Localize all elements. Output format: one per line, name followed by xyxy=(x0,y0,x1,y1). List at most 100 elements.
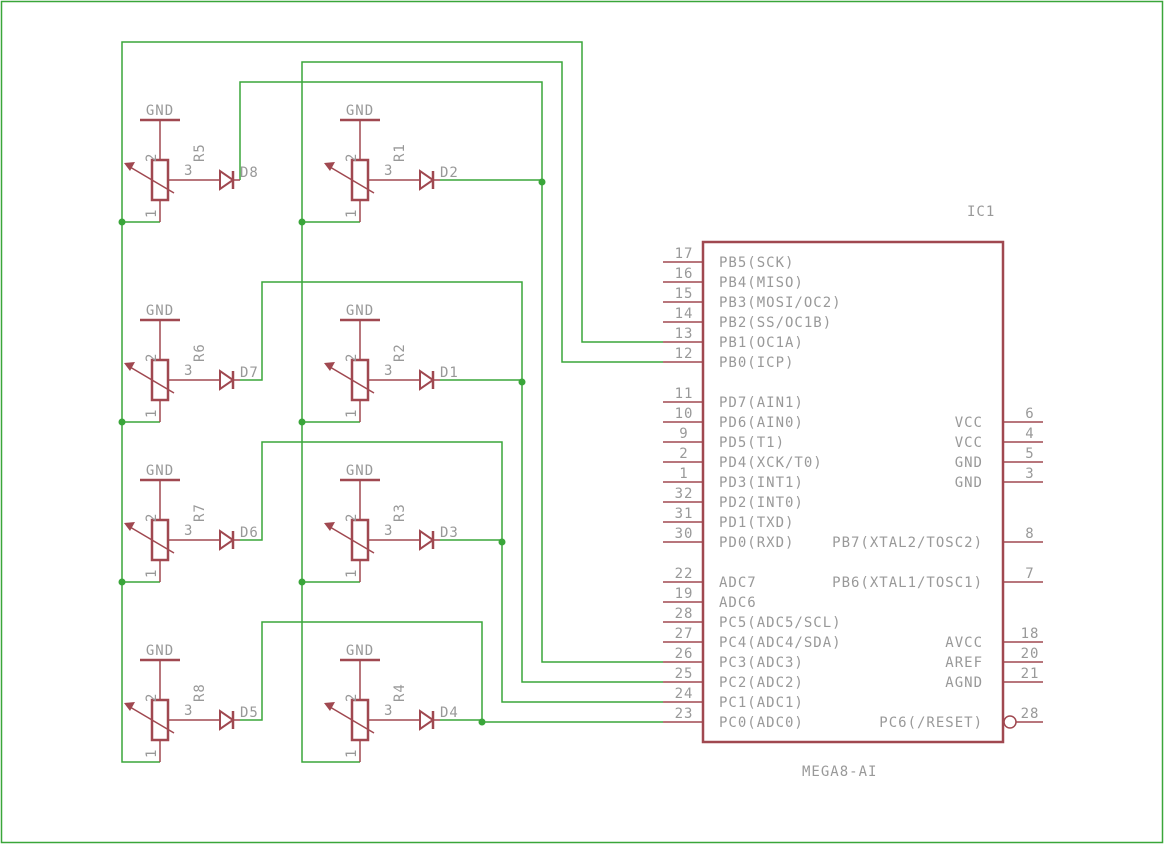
pot-name: R2 xyxy=(392,343,408,362)
pin-number: 1 xyxy=(679,466,688,482)
pin-number: 21 xyxy=(1021,666,1040,682)
pot-pin-number: 1 xyxy=(144,209,160,218)
pot-pin-number: 1 xyxy=(344,749,360,758)
pin-label: ADC7 xyxy=(719,575,757,591)
pot-pin-number: 3 xyxy=(384,363,393,379)
pin-number: 31 xyxy=(675,506,694,522)
pin-number: 17 xyxy=(675,246,694,262)
diode-name: D1 xyxy=(440,365,459,381)
pot-wiper xyxy=(329,166,375,194)
gnd-label: GND xyxy=(346,643,374,659)
wiper-arrowhead xyxy=(324,522,335,531)
pot-wiper xyxy=(329,706,375,734)
pin-label: PD5(T1) xyxy=(719,435,785,451)
pin-label: PB3(MOSI/OC2) xyxy=(719,295,842,311)
pin-number: 11 xyxy=(675,386,694,402)
diode xyxy=(419,709,435,731)
pin-number: 12 xyxy=(675,346,694,362)
junction-dot xyxy=(298,218,306,226)
gnd-label: GND xyxy=(146,103,174,119)
pin-number: 28 xyxy=(1021,706,1040,722)
wire xyxy=(301,61,663,363)
diode xyxy=(419,169,435,191)
junction-dot xyxy=(538,178,546,186)
junction-dot xyxy=(118,418,126,426)
junction-dot xyxy=(118,218,126,226)
pin-number: 23 xyxy=(675,706,694,722)
pin-number: 26 xyxy=(675,646,694,662)
ic-value: MEGA8-AI xyxy=(802,764,877,780)
gnd-label: GND xyxy=(146,463,174,479)
pot-pin-number: 1 xyxy=(344,209,360,218)
pin-label: GND xyxy=(955,475,983,491)
pin-number: 16 xyxy=(675,266,694,282)
pin-number: 8 xyxy=(1025,526,1034,542)
potentiometer xyxy=(350,518,370,562)
junction-dot xyxy=(118,578,126,586)
pot-pin-number: 2 xyxy=(144,353,160,362)
wire xyxy=(240,441,663,703)
wire xyxy=(240,621,663,723)
inverted-pin-bubble xyxy=(1003,715,1017,729)
junction-dot xyxy=(478,718,486,726)
diode-name: D8 xyxy=(240,165,259,181)
pin-label: PC4(ADC4/SDA) xyxy=(719,635,842,651)
pin-label: PC6(/RESET) xyxy=(879,715,983,731)
pin-label: PD0(RXD) xyxy=(719,535,794,551)
gnd-label: GND xyxy=(346,463,374,479)
pin-label: AGND xyxy=(945,675,983,691)
gnd-label: GND xyxy=(346,103,374,119)
pot-pin-number: 3 xyxy=(184,703,193,719)
pin-label: PD3(INT1) xyxy=(719,475,804,491)
diode xyxy=(219,709,235,731)
gnd-label: GND xyxy=(146,303,174,319)
wires xyxy=(121,41,663,763)
diode-name: D3 xyxy=(440,525,459,541)
symbols xyxy=(124,118,1043,762)
pin-label: PB7(XTAL2/TOSC2) xyxy=(832,535,983,551)
wiper-arrowhead xyxy=(124,702,135,711)
pin-number: 13 xyxy=(675,326,694,342)
pot-pin-number: 1 xyxy=(144,409,160,418)
potentiometer xyxy=(350,358,370,402)
junctions xyxy=(118,178,546,726)
pin-label: PD1(TXD) xyxy=(719,515,794,531)
labels: IC1MEGA8-AI17PB5(SCK)16PB4(MISO)15PB3(MO… xyxy=(144,103,1040,780)
pin-number: 30 xyxy=(675,526,694,542)
potentiometer xyxy=(150,518,170,562)
pot-pin-number: 1 xyxy=(144,569,160,578)
wiper-arrowhead xyxy=(124,522,135,531)
wire xyxy=(121,41,663,343)
gnd-label: GND xyxy=(346,303,374,319)
pin-number: 2 xyxy=(679,446,688,462)
pin-number: 28 xyxy=(675,606,694,622)
pot-wiper xyxy=(329,526,375,554)
wire xyxy=(239,81,663,663)
pin-label: PC3(ADC3) xyxy=(719,655,804,671)
pin-label: PC5(ADC5/SCL) xyxy=(719,615,842,631)
pin-label: PD2(INT0) xyxy=(719,495,804,511)
pin-label: PB6(XTAL1/TOSC1) xyxy=(832,575,983,591)
pin-number: 5 xyxy=(1025,446,1034,462)
pin-number: 7 xyxy=(1025,566,1034,582)
pot-name: R5 xyxy=(192,143,208,162)
pot-pin-number: 2 xyxy=(144,513,160,522)
pot-wiper xyxy=(129,166,175,194)
pot-wiper xyxy=(129,526,175,554)
pot-pin-number: 3 xyxy=(384,703,393,719)
gnd-label: GND xyxy=(146,643,174,659)
pin-number: 20 xyxy=(1021,646,1040,662)
pin-label: PC1(ADC1) xyxy=(719,695,804,711)
pot-wiper xyxy=(129,706,175,734)
potentiometer xyxy=(350,698,370,742)
pot-pin-number: 3 xyxy=(384,163,393,179)
diode xyxy=(419,369,435,391)
pin-number: 10 xyxy=(675,406,694,422)
diode xyxy=(219,169,235,191)
pin-label: GND xyxy=(955,455,983,471)
wiper-arrowhead xyxy=(324,162,335,171)
pin-label: PD7(AIN1) xyxy=(719,395,804,411)
pin-number: 14 xyxy=(675,306,694,322)
potentiometer xyxy=(150,698,170,742)
pin-label: AREF xyxy=(945,655,983,671)
